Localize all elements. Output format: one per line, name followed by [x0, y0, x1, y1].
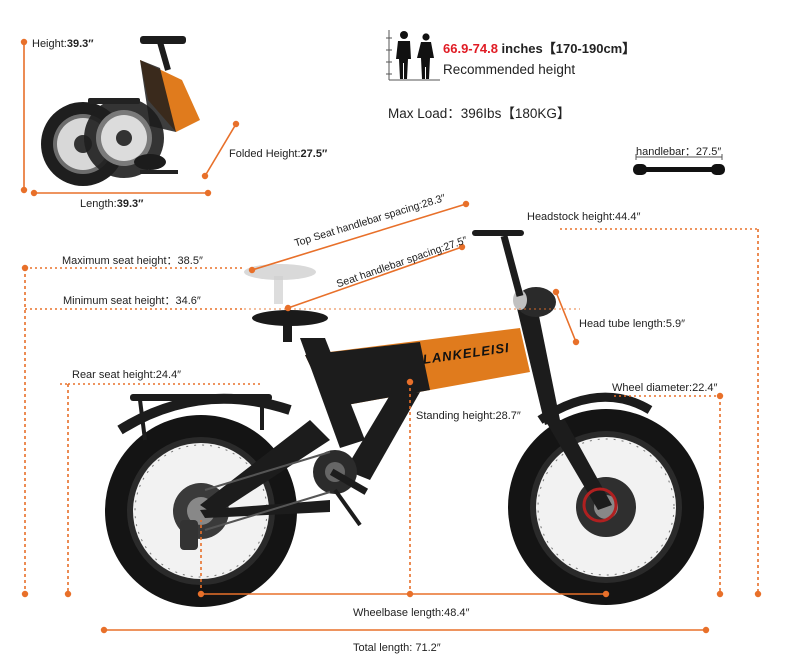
folded-length-label: Length:39.3″	[80, 198, 144, 210]
dimension-lines	[21, 200, 762, 634]
rider-silhouette-icons	[386, 30, 440, 81]
rear-seat-height-label: Rear seat height:24.4″	[72, 369, 182, 381]
max-load-label: Max Load：396Ibs【180KG】	[388, 106, 571, 121]
folded-height-label: Height:39.3″	[32, 38, 94, 50]
folded-folded-height-label: Folded Height:27.5″	[229, 148, 328, 160]
max-seat-height-label: Maximum seat height：38.5″	[62, 255, 203, 267]
handlebar-icon	[633, 154, 725, 175]
min-seat-height-label: Minimum seat height：34.6″	[63, 295, 201, 307]
total-length-label: Total length: 71.2″	[353, 642, 441, 654]
headstock-height-label: Headstock height:44.4″	[527, 211, 641, 223]
main-bike-illustration	[105, 230, 704, 607]
head-tube-length-label: Head tube length:5.9″	[579, 318, 686, 330]
standing-height-label: Standing height:28.7″	[416, 410, 521, 422]
rider-height-range: 66.9-74.8 inches【170-190cm】	[443, 41, 636, 56]
wheel-diameter-label: Wheel diameter:22.4″	[612, 382, 718, 394]
folded-bike-illustration	[41, 36, 200, 186]
recommended-height-label: Recommended height	[443, 62, 576, 77]
wheelbase-length-label: Wheelbase length:48.4″	[353, 607, 470, 619]
handlebar-width-label: handlebar：27.5″	[636, 146, 722, 158]
folded-dimension-lines	[20, 38, 240, 197]
